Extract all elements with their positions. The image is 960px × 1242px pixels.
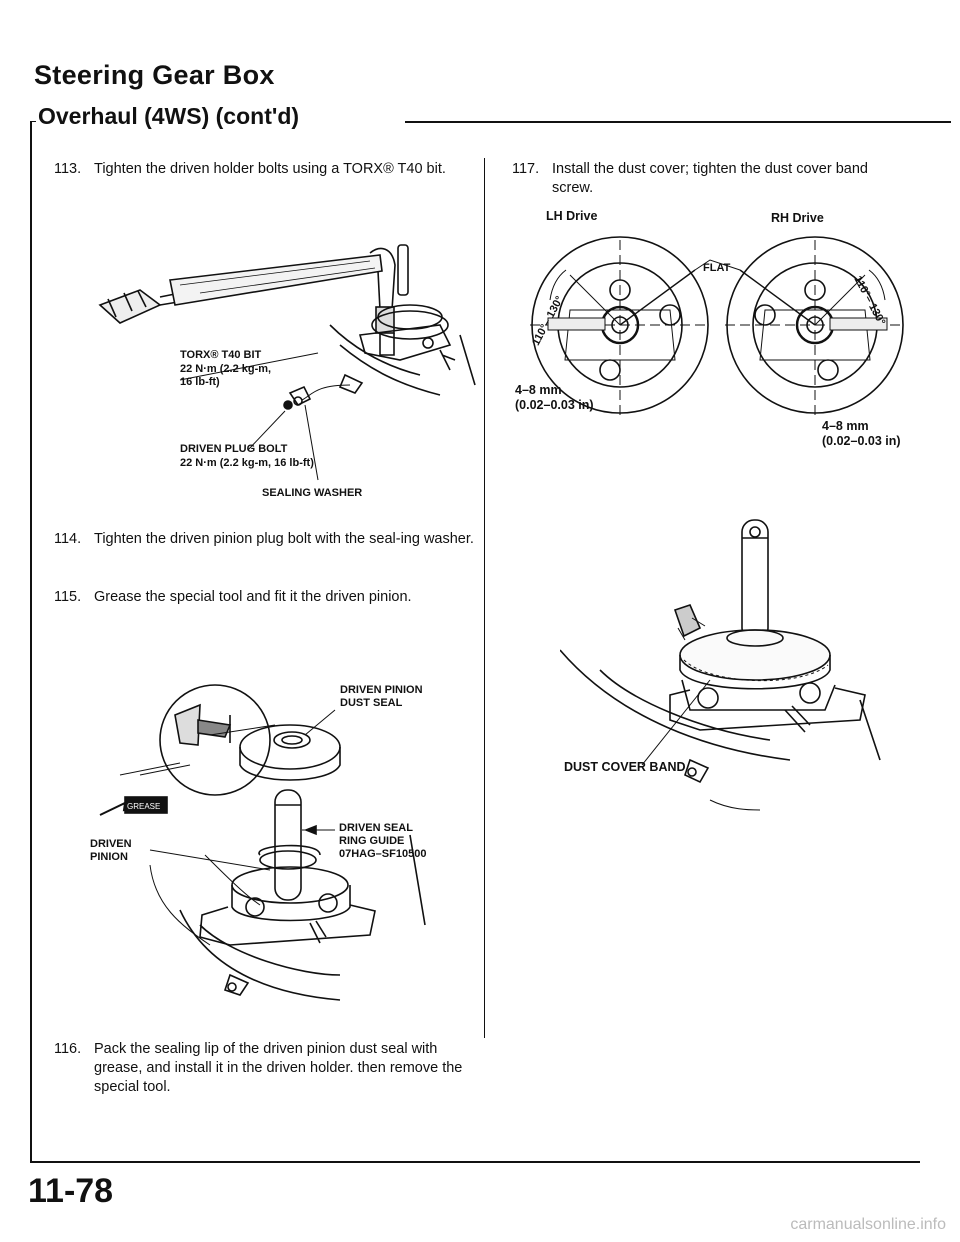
column-divider <box>484 158 485 1038</box>
watermark: carmanualsonline.info <box>790 1216 946 1233</box>
section-rule <box>405 121 951 123</box>
step-116: 116. Pack the sealing lip of the driven … <box>54 1040 474 1100</box>
rh-gap-label-2: (0.02–0.03 in) <box>822 434 901 448</box>
left-rule <box>30 121 32 1161</box>
step-number: 116. <box>54 1041 82 1057</box>
dust-cover-installed-figure <box>560 519 881 811</box>
section-subtitle: Overhaul (4WS) (cont'd) <box>38 103 310 130</box>
page-title: Steering Gear Box <box>34 60 275 90</box>
torx-bit-label: TORX® T40 BIT <box>180 349 262 361</box>
lh-gap-label: 4–8 mm <box>515 383 562 397</box>
driven-pinion-label: DRIVEN <box>90 838 132 850</box>
step-number: 114. <box>54 531 82 547</box>
dust-seal-label: DRIVEN PINION <box>340 684 423 696</box>
plug-bolt-label: DRIVEN PLUG BOLT <box>180 443 288 455</box>
sealing-washer-label: SEALING WASHER <box>262 487 363 499</box>
grease-symbol-text: GREASE <box>127 802 160 811</box>
seal-ring-guide-figure: GREASE <box>99 684 426 1001</box>
dust-cover-band-label: DUST COVER BAND <box>564 760 686 774</box>
rh-drive-label: RH Drive <box>771 211 824 225</box>
flat-label: FLAT <box>703 262 731 274</box>
step-text: Install the dust cover; tighten the dust… <box>552 161 868 196</box>
bottom-rule <box>30 1161 920 1163</box>
step-117: 117. Install the dust cover; tighten the… <box>512 160 912 200</box>
dust-cover-angle-figure <box>530 236 905 415</box>
torx-torque-label: 22 N·m (2.2 kg-m, <box>180 363 272 375</box>
lh-drive-label: LH Drive <box>546 209 598 223</box>
driven-pinion-label-2: PINION <box>90 851 128 863</box>
plug-torque-label: 22 N·m (2.2 kg-m, 16 lb-ft) <box>180 457 314 469</box>
torx-torque-label-2: 16 lb-ft) <box>180 376 220 388</box>
dust-seal-label-2: DUST SEAL <box>340 697 403 709</box>
step-114: 114. Tighten the driven pinion plug bolt… <box>54 530 474 570</box>
step-number: 115. <box>54 589 82 605</box>
page-number: 11-78 <box>28 1172 114 1210</box>
step-text: Grease the special tool and fit it the d… <box>94 589 412 605</box>
section-header: Overhaul (4WS) (cont'd) <box>30 103 951 139</box>
step-113: 113. Tighten the driven holder bolts usi… <box>54 160 474 200</box>
step-115: 115. Grease the special tool and fit it … <box>54 588 474 628</box>
step-text: Pack the sealing lip of the driven pinio… <box>94 1041 463 1095</box>
section-hook <box>30 121 36 122</box>
seal-ring-guide-label: DRIVEN SEAL <box>339 822 413 834</box>
rh-gap-label: 4–8 mm <box>822 419 869 433</box>
torx-bit-figure <box>98 244 476 481</box>
tool-number-label: 07HAG–SF10500 <box>339 848 427 860</box>
step-text: Tighten the driven pinion plug bolt with… <box>94 531 474 547</box>
lh-gap-label-2: (0.02–0.03 in) <box>515 398 594 412</box>
step-text: Tighten the driven holder bolts using a … <box>94 161 446 177</box>
seal-ring-guide-label-2: RING GUIDE <box>339 835 405 847</box>
step-number: 117. <box>512 161 540 177</box>
step-number: 113. <box>54 161 82 177</box>
